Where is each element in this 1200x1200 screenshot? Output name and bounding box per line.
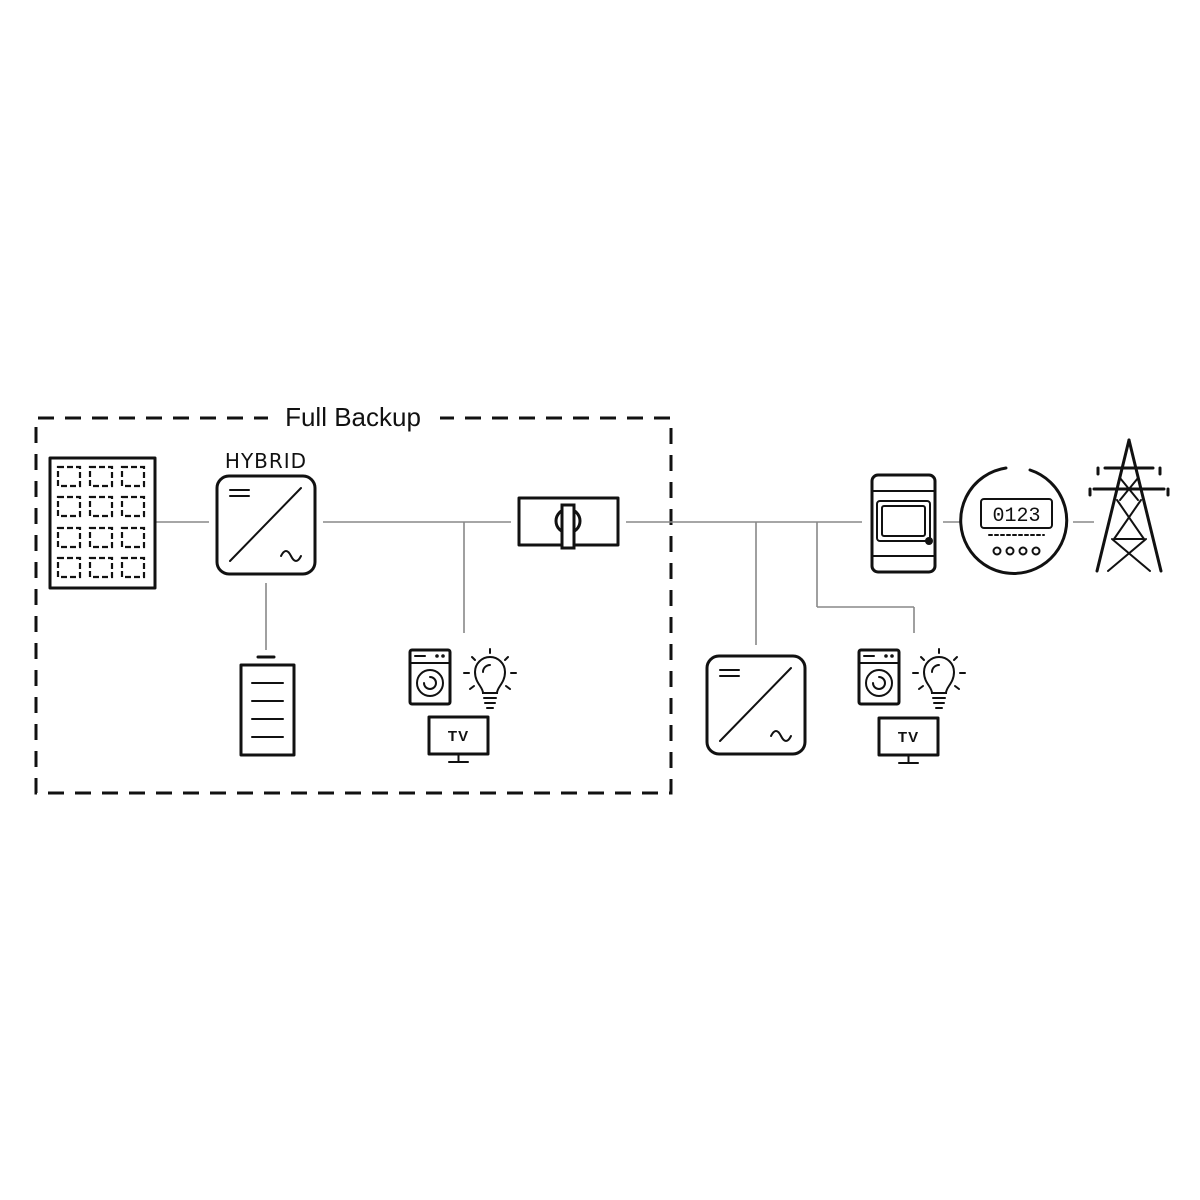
washing-machine-icon	[857, 648, 901, 706]
full-backup-zone: Full Backup	[34, 398, 673, 795]
energy-meter-icon	[870, 473, 937, 574]
washing-machine-icon	[408, 648, 452, 706]
tv-icon: TV	[427, 715, 490, 763]
inverter-icon	[215, 474, 317, 576]
hybrid-inverter: HYBRID	[215, 449, 317, 576]
tv-label: TV	[448, 728, 469, 745]
transfer-switch-icon	[517, 496, 620, 550]
full-backup-title: Full Backup	[285, 402, 421, 432]
backup-loads: TV	[408, 648, 517, 763]
solar-panel-icon	[48, 456, 157, 590]
light-bulb-icon	[463, 648, 517, 709]
utility-meter-icon: 0123	[959, 466, 1069, 575]
grid-loads: TV	[857, 648, 966, 764]
power-pylon-icon	[1088, 438, 1170, 573]
grid-inverter-icon	[705, 654, 807, 756]
tv-label: TV	[898, 729, 919, 746]
hybrid-inverter-label: HYBRID	[225, 449, 307, 473]
battery-icon	[239, 655, 296, 757]
tv-icon: TV	[877, 716, 940, 764]
wiring	[156, 521, 1094, 650]
light-bulb-icon	[912, 648, 966, 709]
meter-reading: 0123	[992, 505, 1040, 528]
